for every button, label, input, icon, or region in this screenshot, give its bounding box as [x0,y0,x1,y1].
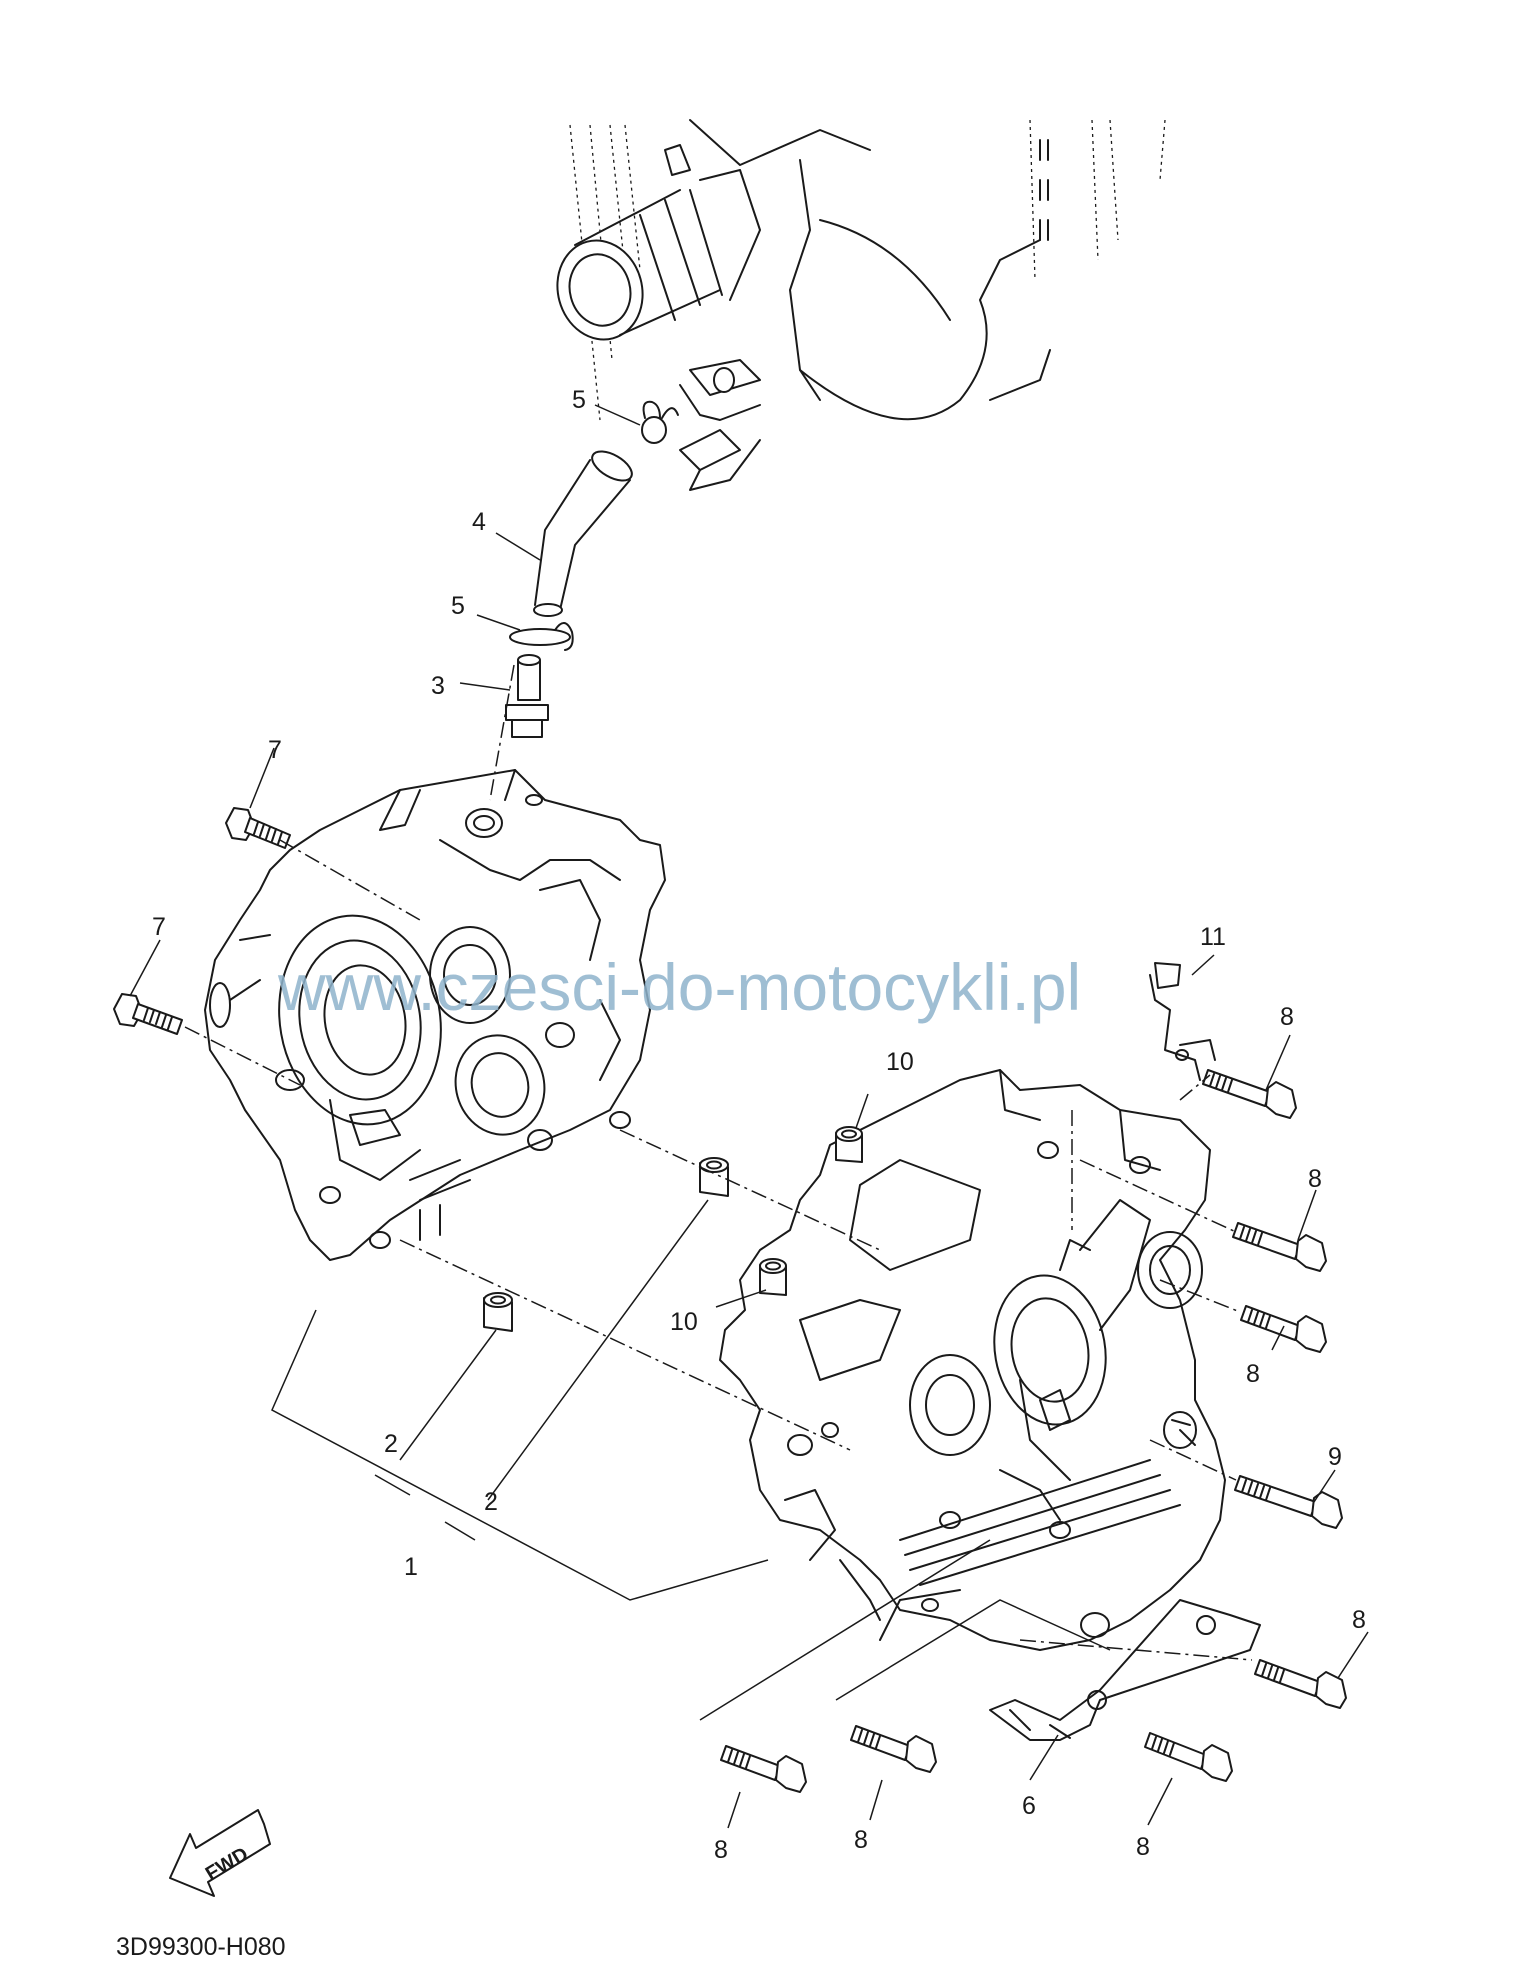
callout-10-upper: 10 [886,1048,914,1076]
crankcase-left-half [204,769,666,1261]
callout-8-top: 8 [1280,1003,1294,1031]
callout-4: 4 [472,508,486,536]
callout-2-upper: 2 [484,1488,498,1516]
watermark: www.czesci-do-motocykli.pl [277,950,1081,1024]
crankcase-bolt-8-b [1232,1222,1327,1272]
callout-8-second: 8 [1308,1165,1322,1193]
hose-clip-upper [641,400,679,444]
leader-lines [129,404,1369,1829]
crankcase-bolt-8-e [1144,1732,1233,1782]
callout-8-seventh: 8 [714,1836,728,1864]
callout-5-lower: 5 [451,592,465,620]
crankcase-bolt-7-lower [113,993,183,1035]
crankcase-bolt-8-a [1202,1069,1297,1119]
dowel-pin-lower [483,1292,513,1332]
cylinder-dowel-upper [835,1126,863,1163]
breather-fitting [505,654,549,738]
callout-3: 3 [431,672,445,700]
cylinder-dowel-lower [759,1258,787,1296]
callout-8-fourth: 8 [1352,1606,1366,1634]
hose-clamp-11 [1149,962,1216,1081]
callout-8-third: 8 [1246,1360,1260,1388]
crankcase-right-half [719,1069,1226,1651]
callout-8-fifth: 8 [1136,1833,1150,1861]
breather-hose [533,450,633,617]
fwd-arrow-icon: FWD [169,1809,271,1897]
hose-clip-lower [509,622,574,651]
callout-8-sixth: 8 [854,1826,868,1854]
callout-9: 9 [1328,1443,1342,1471]
callout-11: 11 [1200,923,1226,951]
callout-2-lower: 2 [384,1430,398,1458]
callout-6: 6 [1022,1792,1036,1820]
dowel-pin-upper [699,1157,729,1197]
callout-5-upper: 5 [572,386,586,414]
crankcase-bolt-8-f [850,1725,937,1773]
callout-7-lower: 7 [152,913,166,941]
callout-1: 1 [404,1553,418,1581]
crankcase-bolt-7-upper [225,807,291,849]
chain-guide-plate [989,1599,1261,1741]
crankcase-bolt-9 [1234,1475,1343,1529]
callout-numbers: 1 2 2 3 4 5 5 6 7 7 8 8 8 8 8 8 8 9 10 1… [152,386,1366,1864]
crankcase-bolt-8-g [720,1745,807,1793]
callout-10-lower: 10 [670,1308,698,1336]
diagram-code: 3D99300-H080 [116,1933,286,1961]
engine-top-assembly [556,119,1166,491]
crankcase-bolt-8-c [1240,1305,1327,1353]
callout-7-upper: 7 [268,736,282,764]
crankcase-bolt-8-d [1254,1659,1347,1709]
